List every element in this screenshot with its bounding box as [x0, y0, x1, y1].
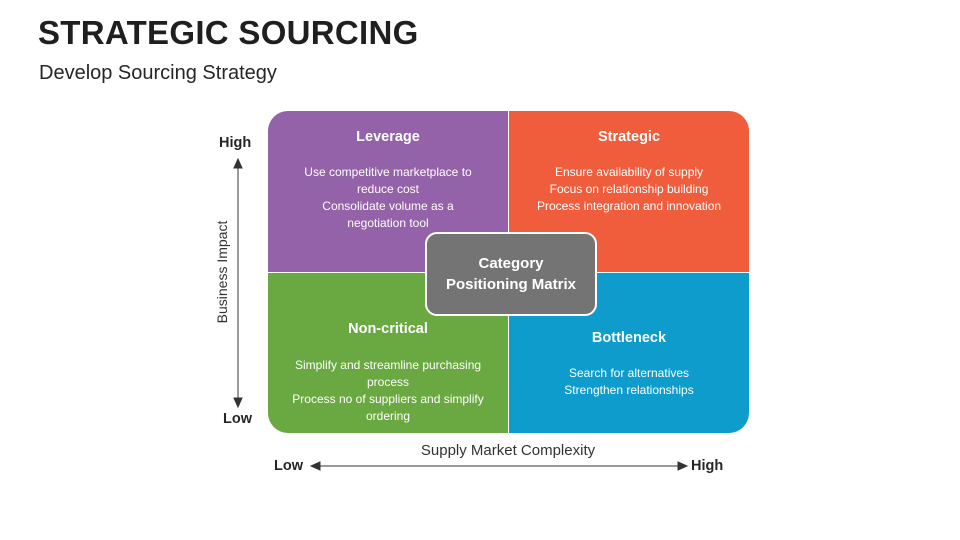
bottleneck-line: Search for alternatives [568, 366, 690, 380]
center-title-line2: Positioning Matrix [445, 276, 576, 293]
page-title: STRATEGIC SOURCING [38, 14, 419, 51]
quadrant-strategic-title: Strategic [597, 129, 661, 145]
y-axis-low-label: Low [223, 411, 252, 427]
noncritical-line: Simplify and streamline purchasing [294, 358, 482, 372]
strategic-line: Ensure availability of supply [554, 165, 704, 179]
x-axis-title: Supply Market Complexity [420, 442, 596, 459]
quadrant-leverage: Leverage Use competitive marketplace to … [268, 111, 508, 272]
quadrant-noncritical-text: Simplify and streamline purchasing proce… [278, 357, 498, 425]
x-axis-high-label: High [691, 458, 724, 474]
leverage-line: Use competitive marketplace to [304, 165, 472, 179]
positioning-matrix: Leverage Use competitive marketplace to … [268, 111, 749, 433]
strategic-line: Process integration and innovation [536, 199, 722, 213]
page-subtitle: Develop Sourcing Strategy [39, 62, 277, 84]
quadrant-bottleneck-text: Search for alternatives Strengthen relat… [519, 365, 739, 399]
quadrant-strategic-text: Ensure availability of supply Focus on r… [519, 164, 739, 215]
quadrant-leverage-title: Leverage [356, 129, 420, 145]
y-axis-high-label: High [219, 135, 252, 151]
center-title-line1: Category [478, 255, 544, 272]
strategic-line: Focus on relationship building [549, 182, 709, 196]
noncritical-line: Process no of suppliers and simplify [292, 392, 484, 406]
x-axis-arrow-right [677, 461, 689, 471]
noncritical-line: process [366, 375, 410, 389]
quadrant-strategic: Strategic Ensure availability of supply … [509, 111, 749, 272]
center-category-box: Category Positioning Matrix [425, 232, 597, 316]
leverage-line: reduce cost [356, 182, 420, 196]
x-axis-arrow-left [309, 461, 321, 471]
y-axis-arrow-up [233, 157, 243, 169]
quadrant-bottleneck-title: Bottleneck [591, 330, 667, 346]
quadrant-noncritical-title: Non-critical [348, 321, 428, 337]
quadrant-leverage-text: Use competitive marketplace to reduce co… [278, 164, 498, 232]
noncritical-line: ordering [365, 409, 411, 423]
bottleneck-line: Strengthen relationships [564, 383, 694, 397]
leverage-line: negotiation tool [347, 216, 429, 230]
y-axis-arrow-down [233, 397, 243, 409]
x-axis-low-label: Low [274, 458, 303, 474]
leverage-line: Consolidate volume as a [322, 199, 454, 213]
